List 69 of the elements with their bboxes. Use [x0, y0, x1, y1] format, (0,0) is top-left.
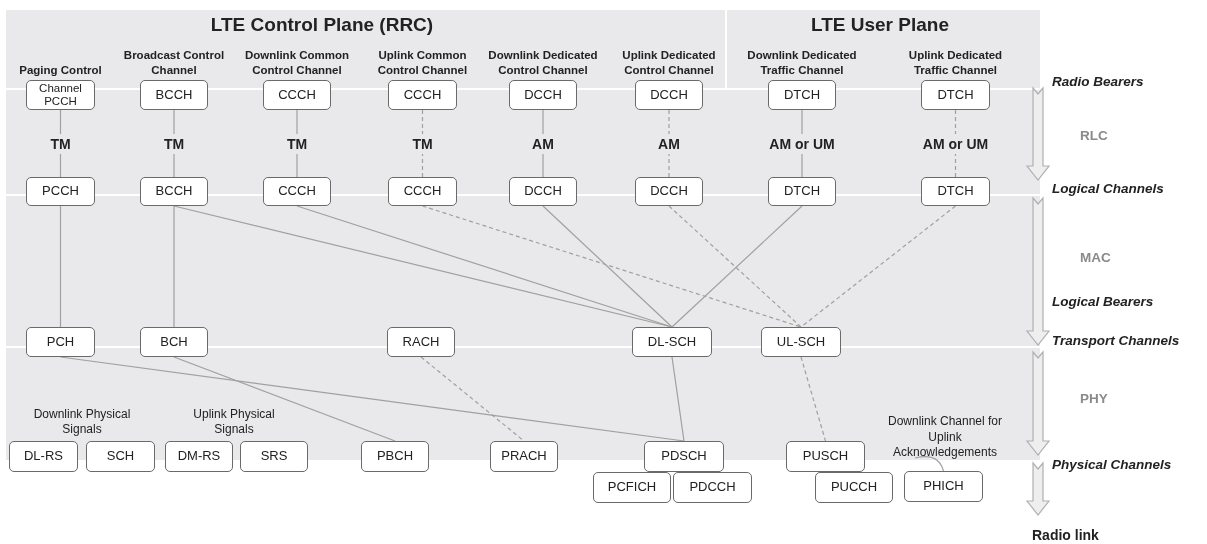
channel-box: UL-SCH — [761, 327, 841, 357]
channel-box: DTCH — [921, 80, 990, 110]
channel-box: PDSCH — [644, 441, 724, 472]
channel-box: PBCH — [361, 441, 429, 472]
protocol-layer-label: PHY — [1080, 391, 1108, 408]
channel-heading: Uplink Dedicated Control Channel — [621, 48, 717, 78]
channel-box: RACH — [387, 327, 455, 357]
channel-box: PUCCH — [815, 472, 893, 503]
plane-title: LTE User Plane — [810, 13, 950, 37]
layer-boundary-label: Radio link — [1032, 527, 1099, 544]
layer-boundary-label: Transport Channels — [1052, 333, 1180, 350]
channel-box: DM-RS — [165, 441, 233, 472]
channel-box: CCCH — [263, 80, 331, 110]
channel-box: DCCH — [635, 177, 703, 206]
channel-box: PCH — [26, 327, 95, 357]
connector-line — [800, 356, 827, 442]
channel-heading: Broadcast Control Channel — [122, 48, 226, 78]
channel-box: CCCH — [388, 80, 457, 110]
channel-box: PUSCH — [786, 441, 865, 472]
channel-box: BCH — [140, 327, 208, 357]
connector-line — [954, 109, 957, 178]
channel-box: PRACH — [490, 441, 558, 472]
channel-box: DCCH — [509, 80, 577, 110]
connector-line — [173, 205, 175, 328]
annotation-text: Downlink Channel for Uplink Acknowledgements — [886, 414, 1004, 461]
channel-box: BCCH — [140, 177, 208, 206]
connector-line — [173, 356, 396, 442]
layer-boundary-label: Physical Channels — [1052, 457, 1172, 474]
channel-box: Channel PCCH — [26, 80, 95, 110]
connector-line — [420, 356, 525, 442]
channel-box: DTCH — [921, 177, 990, 206]
layer-boundary-label: Radio Bearers — [1052, 74, 1144, 91]
layer-boundary-label: Logical Bearers — [1052, 294, 1154, 311]
channel-box: DCCH — [509, 177, 577, 206]
connector-line — [542, 205, 673, 328]
channel-heading: Downlink Dedicated Traffic Channel — [746, 48, 858, 78]
connector-line — [421, 205, 802, 328]
plane-title: LTE Control Plane (RRC) — [209, 13, 435, 37]
channel-heading: Downlink Common Control Channel — [243, 48, 351, 78]
channel-box: DCCH — [635, 80, 703, 110]
connector-line — [296, 205, 673, 328]
connector-line — [800, 205, 957, 328]
channel-box: DTCH — [768, 80, 836, 110]
channel-box: PCCH — [26, 177, 95, 206]
channel-heading: Downlink Dedicated Control Channel — [487, 48, 599, 78]
channel-heading: Uplink Common Control Channel — [376, 48, 469, 78]
channel-box: DL-RS — [9, 441, 78, 472]
connector-line — [668, 109, 670, 178]
channel-box: PDCCH — [673, 472, 752, 503]
protocol-layer-label: RLC — [1080, 128, 1108, 145]
group-caption: Downlink Physical Signals — [32, 407, 132, 437]
layer-boundary-label: Logical Channels — [1052, 181, 1164, 198]
connector-line — [914, 455, 945, 472]
channel-box: PHICH — [904, 471, 983, 502]
group-caption: Uplink Physical Signals — [192, 407, 276, 437]
channel-box: CCCH — [263, 177, 331, 206]
channel-box: DTCH — [768, 177, 836, 206]
channel-heading: Uplink Dedicated Traffic Channel — [907, 48, 1004, 78]
channel-box: BCCH — [140, 80, 208, 110]
channel-box: DL-SCH — [632, 327, 712, 357]
connector-line — [671, 356, 685, 442]
channel-heading: Paging Control — [18, 63, 103, 78]
connector-line — [59, 205, 62, 328]
channel-box: SRS — [240, 441, 308, 472]
protocol-layer-label: MAC — [1080, 250, 1111, 267]
connector-line — [421, 109, 424, 178]
channel-box: SCH — [86, 441, 155, 472]
channel-box: PCFICH — [593, 472, 671, 503]
channel-box: CCCH — [388, 177, 457, 206]
